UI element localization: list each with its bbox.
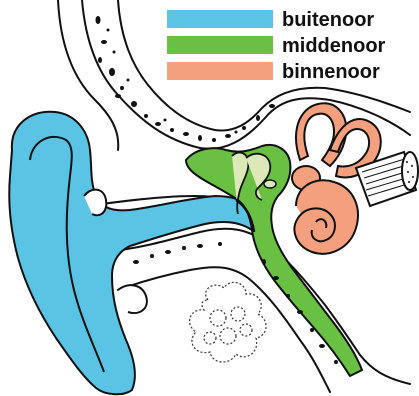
- legend-item-middenoor: middenoor: [167, 35, 386, 57]
- cochlea: [294, 180, 357, 253]
- legend-swatch-buitenoor: [167, 10, 273, 28]
- nerve-end: [402, 152, 418, 190]
- legend-item-binnenoor: binnenoor: [167, 61, 380, 83]
- legend-item-buitenoor: buitenoor: [167, 9, 374, 31]
- legend: buitenoor middenoor binnenoor: [167, 9, 386, 83]
- intertragic-notch: [118, 285, 147, 313]
- legend-swatch-binnenoor: [167, 62, 273, 80]
- legend-label-binnenoor: binnenoor: [282, 61, 380, 83]
- legend-label-buitenoor: buitenoor: [282, 9, 374, 31]
- mastoid-air-cells: [190, 282, 266, 362]
- legend-label-middenoor: middenoor: [282, 35, 386, 57]
- legend-swatch-middenoor: [167, 36, 273, 54]
- stapes: [264, 180, 276, 188]
